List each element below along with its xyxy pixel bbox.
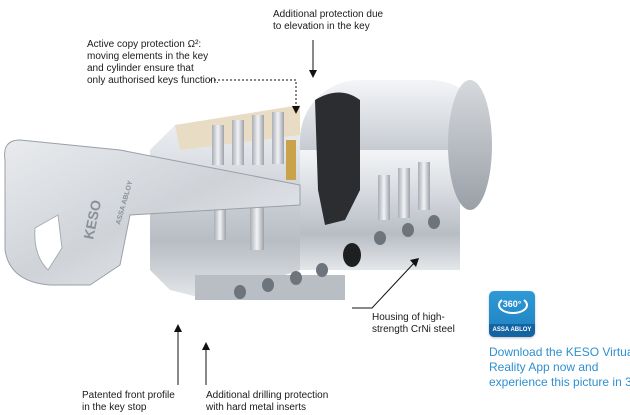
callout-front-profile: Patented front profile in the key stop	[82, 390, 175, 413]
cylinder-cam	[315, 92, 361, 267]
callout-elevation: Additional protection due to elevation i…	[273, 9, 384, 32]
callout-arrowheads	[174, 70, 419, 350]
callout-drilling: Additional drilling protection with hard…	[206, 390, 329, 413]
promo-line-2: Reality App now and	[489, 360, 599, 374]
key: KESO ASSA ABLOY	[4, 139, 301, 286]
rotate-360-icon	[498, 296, 528, 314]
callout-housing: Housing of high- strength CrNi steel	[372, 312, 455, 335]
pin-stack-left	[212, 112, 296, 250]
callout-copy-protection: Active copy protection Ω²: moving elemen…	[87, 39, 219, 86]
promo-line-1: Download the KESO Virtual	[489, 345, 630, 359]
vr-app-promo: Download the KESO Virtual Reality App no…	[489, 345, 630, 390]
housing-holes	[234, 215, 440, 299]
pin-stack-right	[378, 162, 430, 220]
app-badge-brand: ASSA ABLOY	[489, 324, 535, 337]
degrees-label: 360°	[502, 299, 522, 309]
callout-leaders	[177, 40, 416, 385]
vr-app-icon[interactable]: 360° ASSA ABLOY	[489, 291, 535, 337]
promo-line-3: experience this picture in 3	[489, 375, 630, 389]
